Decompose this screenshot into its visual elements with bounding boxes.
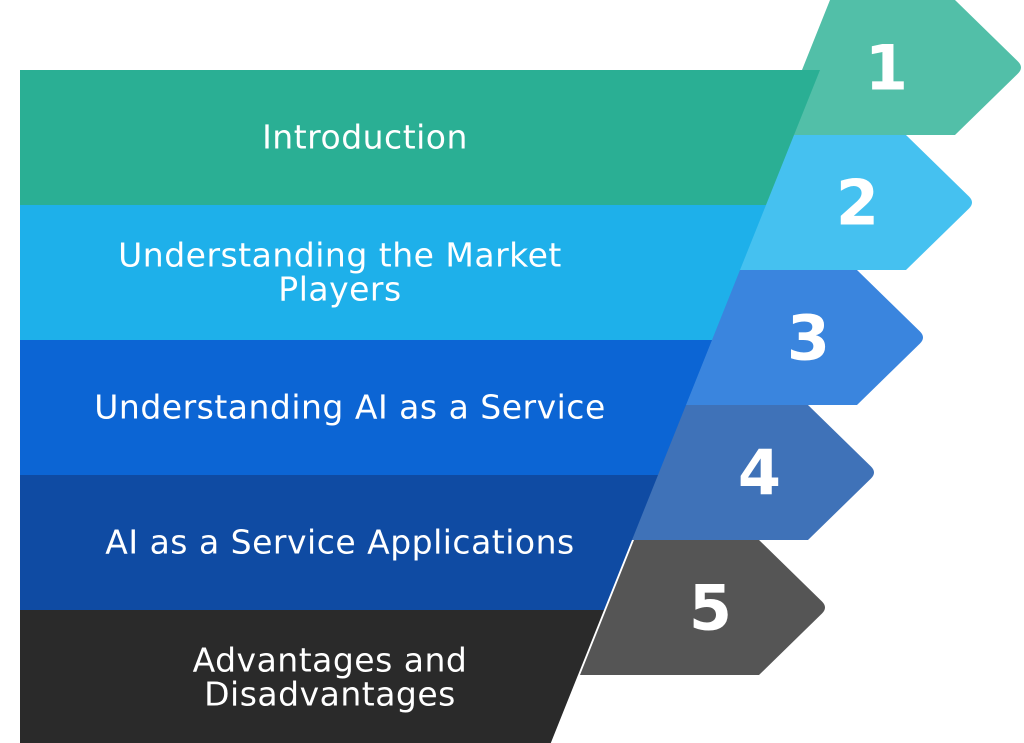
step-1-number: 1 (865, 32, 908, 105)
step-2-label-line: Players (278, 270, 401, 309)
step-3-tab (678, 270, 923, 405)
step-1-band (20, 70, 820, 205)
step-5-label-line: Disadvantages (204, 675, 456, 714)
step-5-tab (580, 540, 825, 675)
step-1-label-line: Introduction (262, 118, 468, 157)
step-4-band (20, 475, 658, 610)
step-3-label-line: Understanding AI as a Service (94, 388, 606, 427)
step-5-band (20, 610, 604, 743)
step-1-tab (776, 0, 1021, 135)
step-5-number: 5 (689, 572, 732, 645)
step-3-label: Understanding AI as a Service (94, 388, 606, 427)
step-2-number: 2 (836, 167, 879, 240)
step-3-number: 3 (787, 302, 830, 375)
step-2-label-line: Understanding the Market (118, 236, 562, 275)
step-2-tab (727, 135, 972, 270)
step-5-label-line: Advantages and (193, 641, 468, 680)
step-4-label: AI as a Service Applications (105, 523, 574, 562)
step-4-label-line: AI as a Service Applications (105, 523, 574, 562)
step-1-label: Introduction (262, 118, 468, 157)
step-3-band (20, 340, 712, 475)
step-4-tab (629, 405, 874, 540)
step-2-band (20, 205, 766, 340)
step-4-number: 4 (738, 437, 781, 510)
